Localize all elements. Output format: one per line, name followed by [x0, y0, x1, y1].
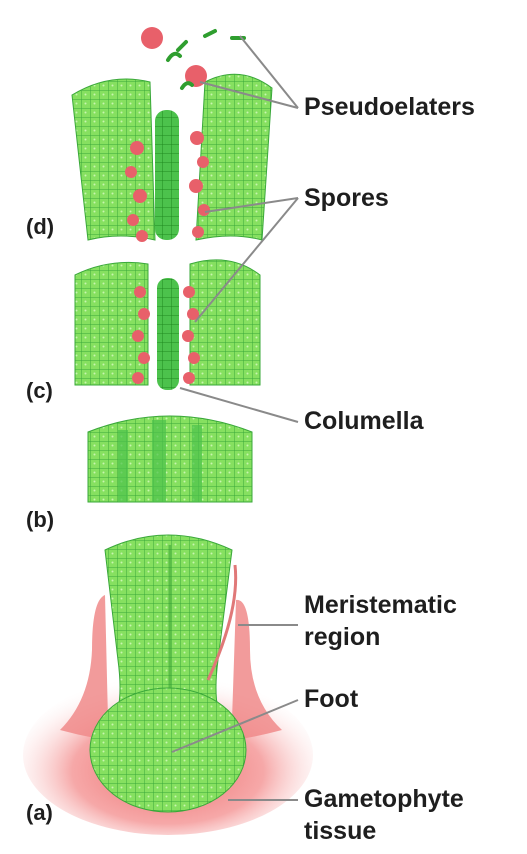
capsule-d-left-valve [72, 79, 155, 240]
capsule-b-stripe [118, 430, 128, 502]
stage-label-d: (d) [26, 214, 54, 240]
pseudoelater [205, 31, 215, 36]
capsule-d [72, 27, 272, 242]
label-gametophyte-line2: tissue [304, 816, 376, 846]
capsule-b-stripe [152, 420, 166, 502]
capsule-d-right-valve [196, 74, 272, 240]
label-pseudoelaters: Pseudoelaters [304, 92, 475, 122]
stage-label-a: (a) [26, 800, 53, 826]
label-spores: Spores [304, 183, 389, 213]
label-columella: Columella [304, 406, 423, 436]
label-meristematic-line1: Meristematic [304, 590, 457, 620]
stage-label-c: (c) [26, 378, 53, 404]
pseudoelater [168, 54, 180, 60]
leader-columella [180, 388, 298, 422]
capsule-c-columella [157, 278, 179, 390]
pseudoelater [178, 42, 186, 50]
label-meristematic-line2: region [304, 622, 380, 652]
foot [90, 688, 246, 812]
capsule-b-stripe [192, 425, 202, 502]
sporophyte-base-a [23, 535, 313, 835]
capsule-b-body [88, 416, 252, 502]
stage-label-b: (b) [26, 507, 54, 533]
released-spore [141, 27, 163, 49]
capsule-d-columella [155, 110, 179, 240]
label-foot: Foot [304, 684, 358, 714]
capsule-c [75, 260, 260, 390]
label-gametophyte-line1: Gametophyte [304, 784, 464, 814]
pseudoelater [182, 83, 192, 88]
capsule-b [88, 416, 252, 502]
capsule-c-right-wall [190, 260, 260, 385]
capsule-c-left-wall [75, 262, 148, 385]
